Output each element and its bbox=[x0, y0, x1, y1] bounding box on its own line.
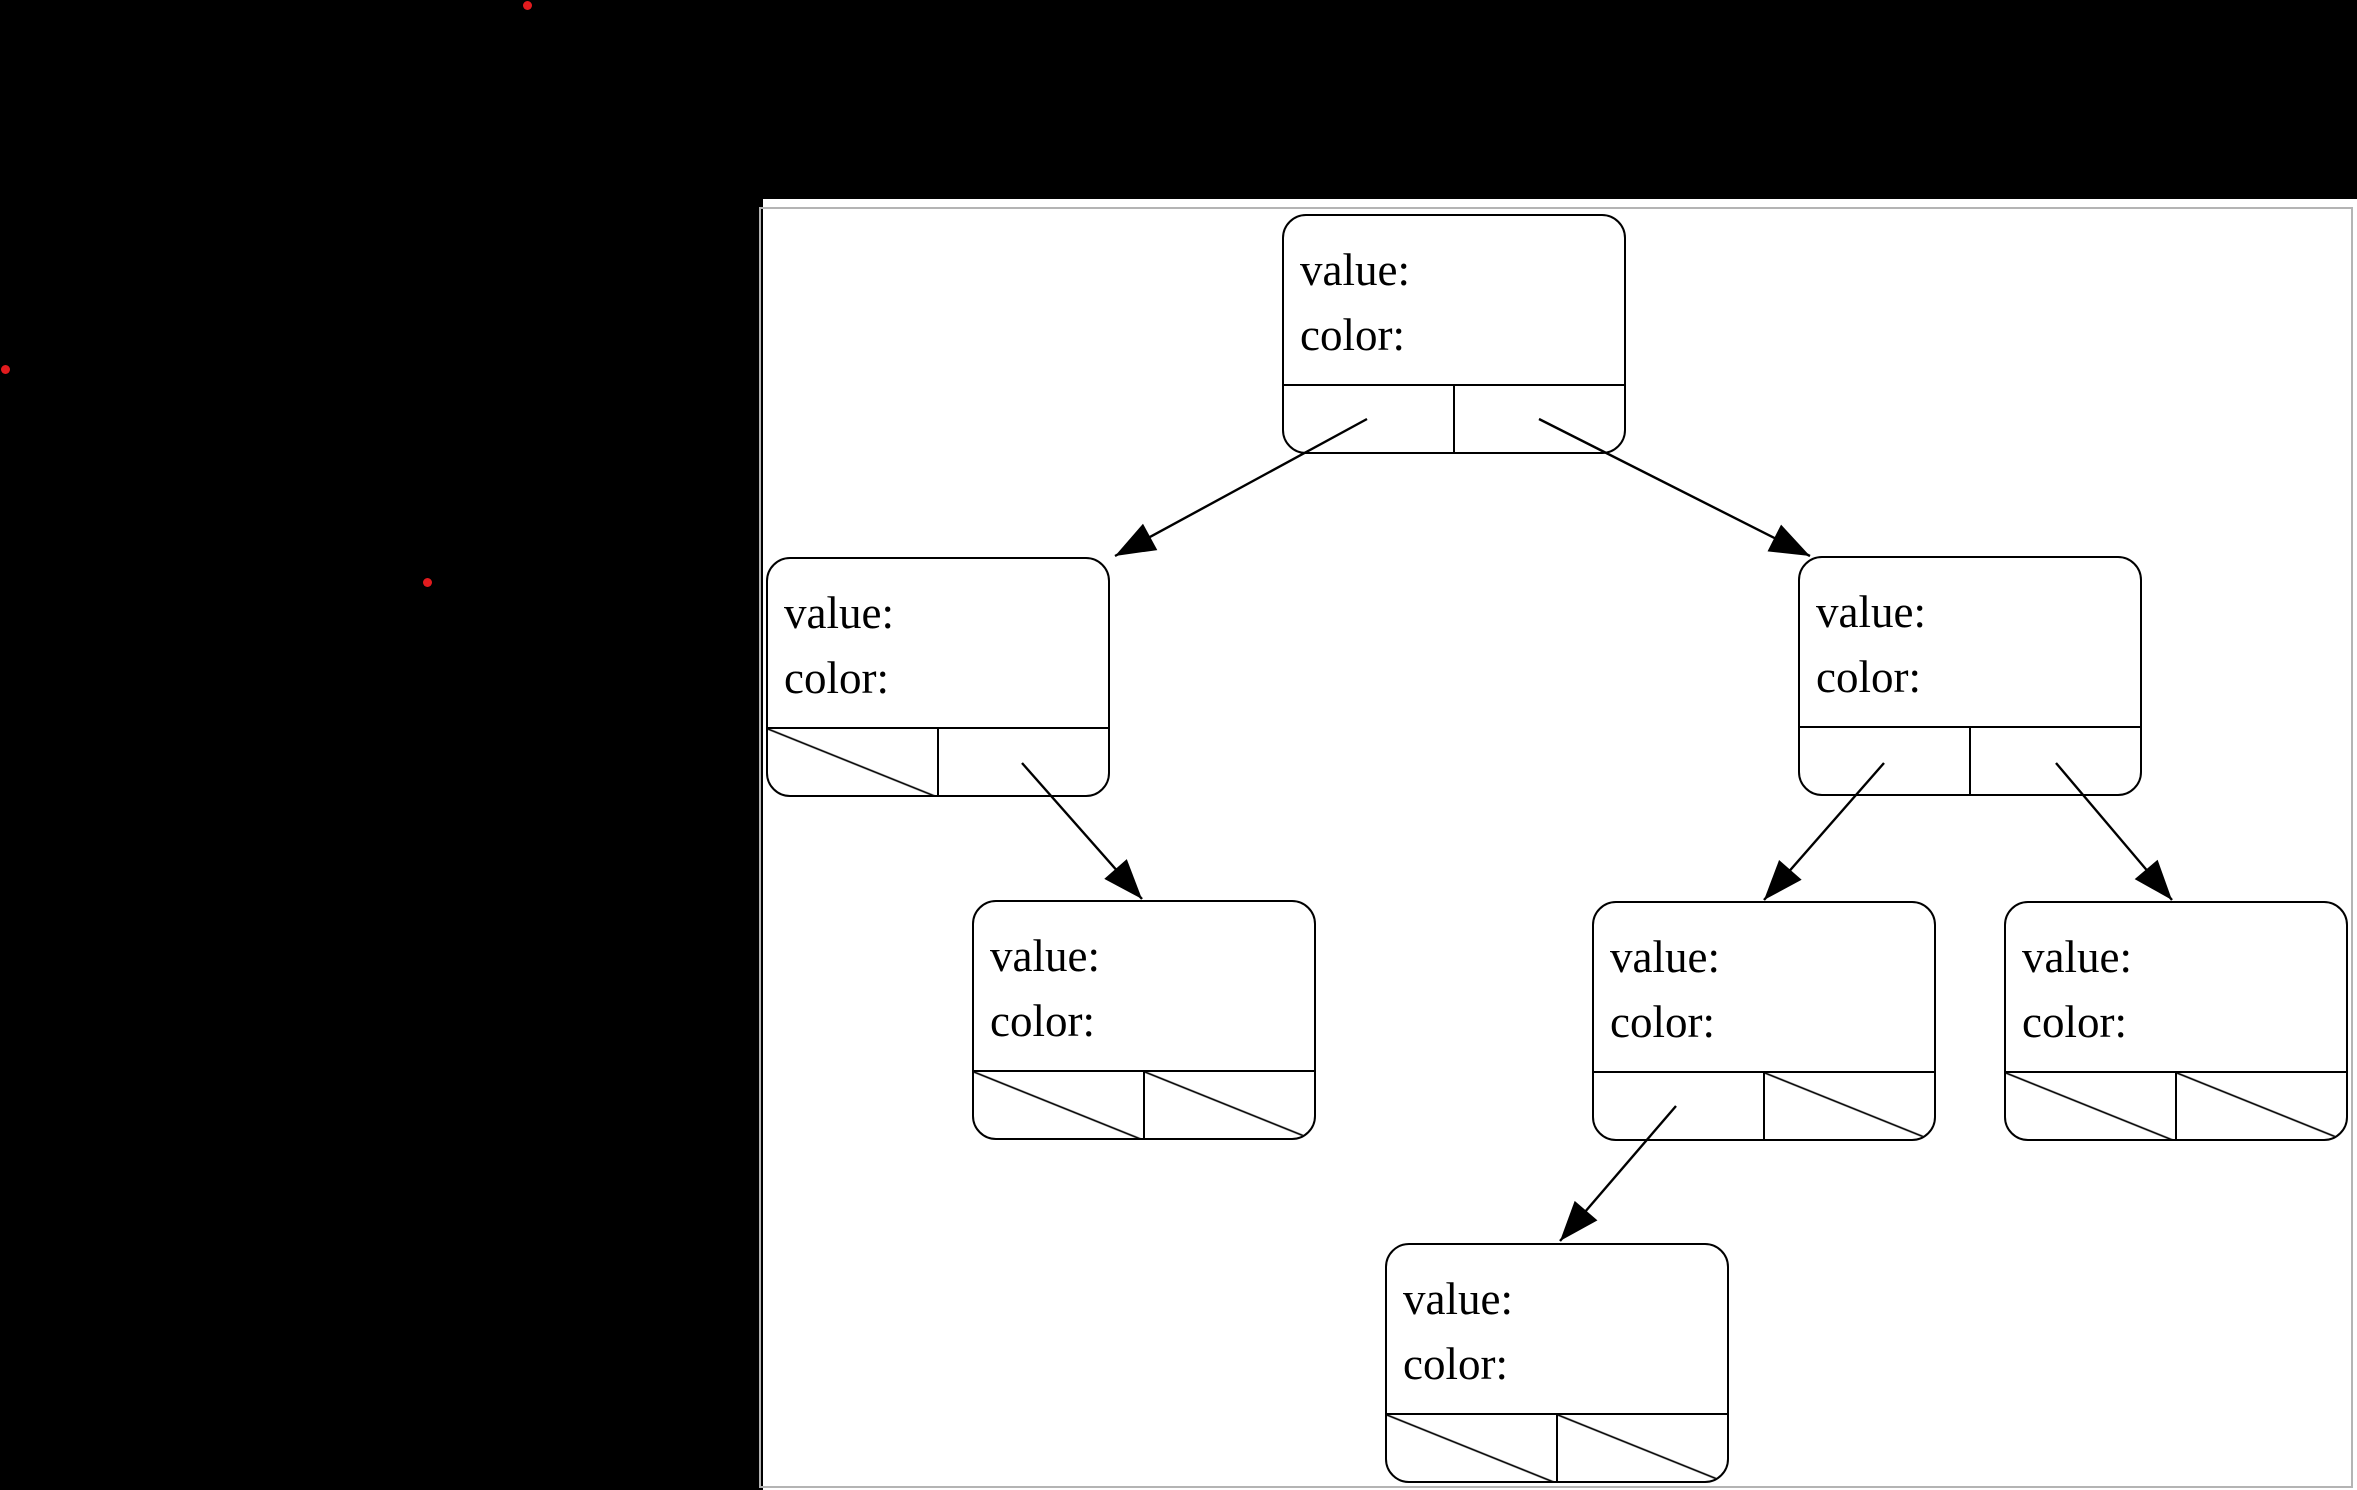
tree-node-right-left-left: value: color: bbox=[1385, 1243, 1729, 1483]
right-pointer-cell bbox=[1145, 1072, 1314, 1138]
right-pointer-cell bbox=[939, 729, 1108, 795]
right-pointer-cell bbox=[1455, 386, 1624, 452]
node-value-label: value: bbox=[990, 931, 1100, 981]
left-pointer-cell bbox=[2006, 1073, 2177, 1139]
pointer-row bbox=[1594, 1071, 1934, 1139]
node-color-label: color: bbox=[1300, 310, 1405, 360]
node-fields: value: color: bbox=[2006, 903, 2346, 1071]
node-color-label: color: bbox=[990, 996, 1095, 1046]
node-value-label: value: bbox=[1403, 1274, 1513, 1324]
tree-node-left-right: value: color: bbox=[972, 900, 1316, 1140]
page-border bbox=[759, 207, 2353, 1488]
node-fields: value: color: bbox=[1284, 216, 1624, 384]
right-pointer-cell bbox=[1971, 728, 2140, 794]
pointer-row bbox=[1800, 726, 2140, 794]
right-pointer-cell bbox=[2177, 1073, 2346, 1139]
pointer-row bbox=[768, 727, 1108, 795]
node-value-label: value: bbox=[2022, 932, 2132, 982]
left-pointer-cell bbox=[1800, 728, 1971, 794]
node-value-label: value: bbox=[1816, 587, 1926, 637]
node-color-label: color: bbox=[1816, 652, 1921, 702]
tree-node-root: value: color: bbox=[1282, 214, 1626, 454]
tree-node-right: value: color: bbox=[1798, 556, 2142, 796]
node-value-label: value: bbox=[1300, 245, 1410, 295]
node-fields: value: color: bbox=[1800, 558, 2140, 726]
pointer-row bbox=[1387, 1413, 1727, 1481]
node-color-label: color: bbox=[1610, 997, 1715, 1047]
right-pointer-cell bbox=[1765, 1073, 1934, 1139]
left-pointer-cell bbox=[974, 1072, 1145, 1138]
red-marker-dot-2 bbox=[1, 365, 10, 374]
node-color-label: color: bbox=[784, 653, 889, 703]
node-value-label: value: bbox=[784, 588, 894, 638]
pointer-row bbox=[974, 1070, 1314, 1138]
node-fields: value: color: bbox=[1387, 1245, 1727, 1413]
pointer-row bbox=[1284, 384, 1624, 452]
left-pointer-cell bbox=[1387, 1415, 1558, 1481]
tree-node-right-left: value: color: bbox=[1592, 901, 1936, 1141]
node-value-label: value: bbox=[1610, 932, 1720, 982]
document-page: value: color: value: color: value: c bbox=[759, 199, 2357, 1490]
binary-tree-diagram: value: color: value: color: value: c bbox=[763, 199, 2357, 1490]
red-marker-dot-1 bbox=[523, 1, 532, 10]
node-color-label: color: bbox=[2022, 997, 2127, 1047]
tree-node-right-right: value: color: bbox=[2004, 901, 2348, 1141]
left-pointer-cell bbox=[1284, 386, 1455, 452]
right-pointer-cell bbox=[1558, 1415, 1727, 1481]
red-marker-dot-3 bbox=[423, 578, 432, 587]
node-fields: value: color: bbox=[1594, 903, 1934, 1071]
tree-node-left: value: color: bbox=[766, 557, 1110, 797]
node-fields: value: color: bbox=[974, 902, 1314, 1070]
left-pointer-cell bbox=[768, 729, 939, 795]
node-fields: value: color: bbox=[768, 559, 1108, 727]
node-color-label: color: bbox=[1403, 1339, 1508, 1389]
left-pointer-cell bbox=[1594, 1073, 1765, 1139]
pointer-row bbox=[2006, 1071, 2346, 1139]
